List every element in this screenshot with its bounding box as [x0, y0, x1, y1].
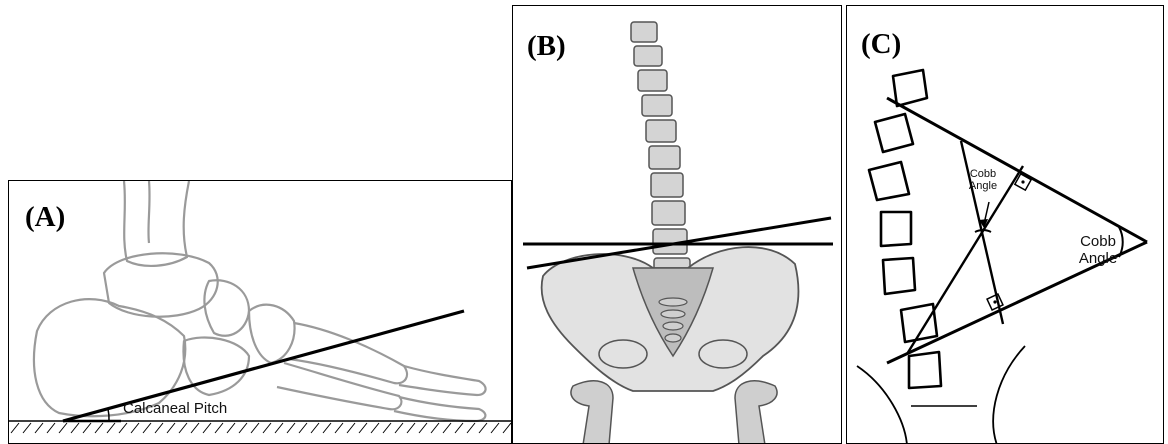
- panel-a-calcaneal-pitch: (A) Calcaneal Pitch: [8, 180, 512, 444]
- scoliotic-vertebrae: [869, 70, 941, 388]
- right-femur: [735, 381, 777, 444]
- outer-cobb-angle-label: Cobb Angle: [1073, 234, 1123, 267]
- calcaneal-pitch-annotation: Calcaneal Pitch: [123, 401, 227, 418]
- panel-b-label: (B): [527, 32, 566, 61]
- fibula-outline: [148, 181, 149, 243]
- pitch-angle-arc: [108, 409, 109, 421]
- panel-b-spine-pelvis: (B): [512, 5, 842, 444]
- cobb-angle-diagram: [847, 6, 1164, 444]
- phalanx-2-outline: [394, 397, 485, 421]
- panel-c-label: (C): [861, 30, 901, 59]
- left-femur: [571, 381, 613, 444]
- ground-hatching: [11, 423, 511, 433]
- metatarsal-2-outline: [277, 363, 401, 409]
- panel-c-cobb-angle: (C) Cobb Angle Cobb Angle: [846, 5, 1164, 444]
- left-iliac-curve: [857, 366, 907, 444]
- foot-diagram: [9, 181, 512, 444]
- panel-a-label: (A): [25, 203, 65, 232]
- spine-pelvis-diagram: [513, 6, 842, 444]
- navicular-outline: [204, 280, 249, 336]
- phalanx-1-outline: [399, 366, 486, 395]
- inner-cobb-angle-label: Cobb Angle: [965, 168, 1001, 192]
- cuneiform-outline: [249, 305, 295, 363]
- upper-endplate-line: [887, 98, 1147, 242]
- right-iliac-curve: [993, 346, 1025, 444]
